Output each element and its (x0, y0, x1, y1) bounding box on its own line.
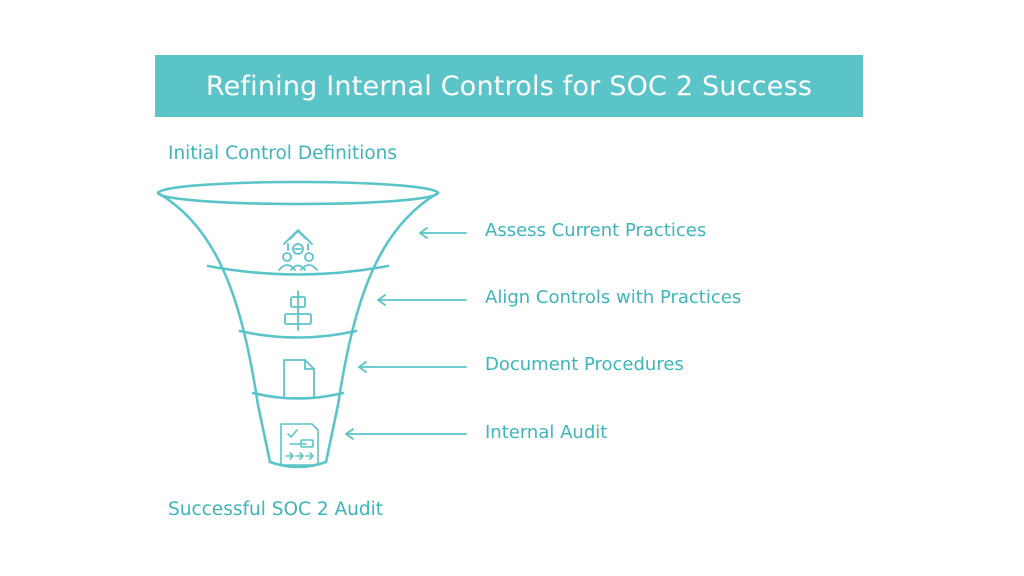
funnel-bottom (268, 460, 328, 469)
funnel-left-wall (156, 191, 272, 464)
funnel-band-1 (206, 264, 390, 276)
team-growth-icon (278, 229, 318, 271)
document-icon (283, 359, 315, 399)
arrow-assess (419, 227, 467, 239)
stage-label-document: Document Procedures (485, 354, 684, 375)
title-banner: Refining Internal Controls for SOC 2 Suc… (155, 55, 863, 117)
stage-label-align: Align Controls with Practices (485, 287, 742, 308)
arrow-align (377, 294, 467, 306)
funnel-outline (156, 180, 440, 469)
stage-label-assess: Assess Current Practices (485, 220, 707, 241)
stage-arrows (345, 227, 467, 440)
checklist-icon (280, 423, 319, 466)
funnel-band-2 (238, 329, 358, 339)
funnel-rim (156, 180, 440, 206)
funnel-right-wall (324, 191, 440, 464)
funnel-bottom-label: Successful SOC 2 Audit (168, 499, 383, 520)
funnel-top-label: Initial Control Definitions (168, 143, 398, 164)
arrow-document (358, 361, 467, 373)
arrow-audit (345, 428, 467, 440)
page-title: Refining Internal Controls for SOC 2 Suc… (205, 70, 813, 102)
align-center-icon (284, 290, 312, 331)
stage-label-audit: Internal Audit (485, 422, 608, 443)
